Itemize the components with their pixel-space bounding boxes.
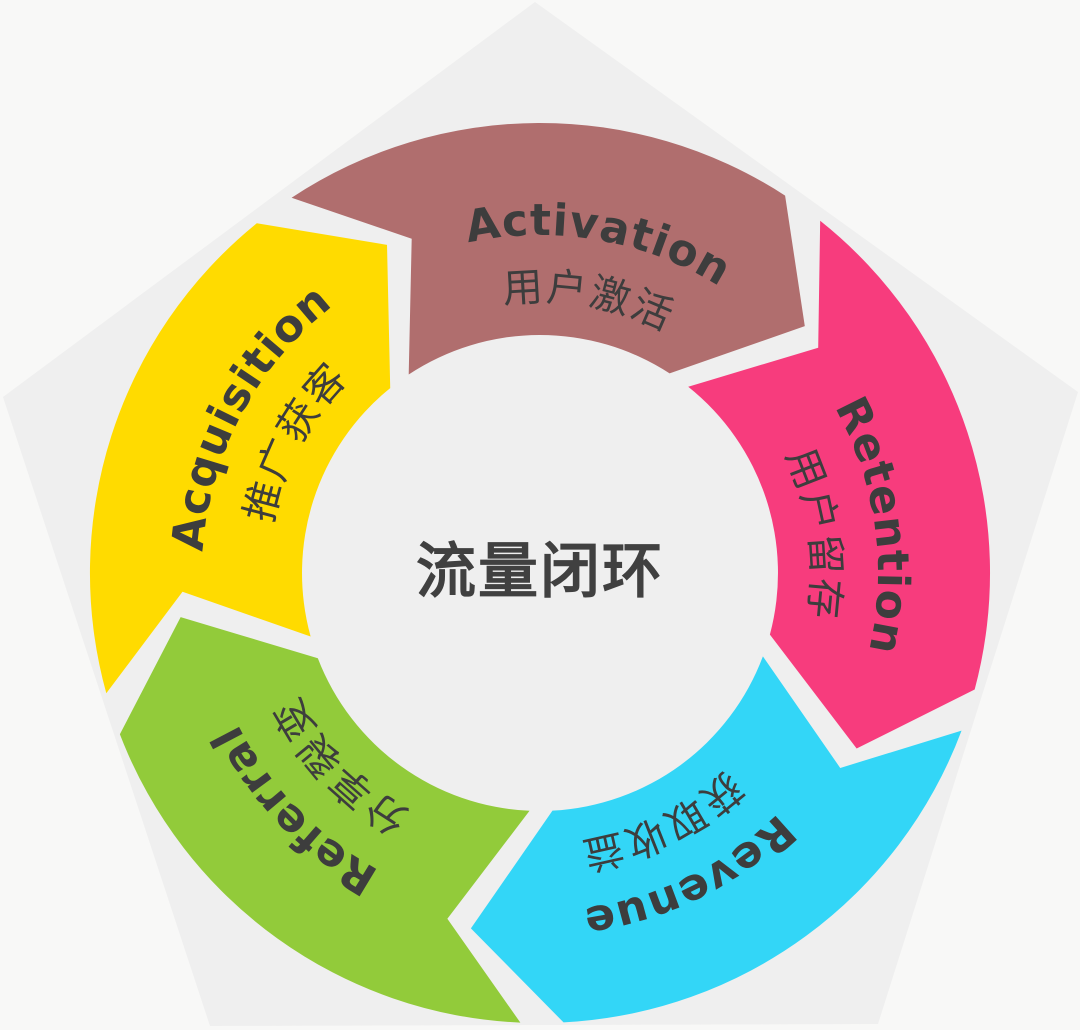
center-title: 流量闭环 [416, 537, 664, 607]
stage-activation: Activation 用户激活 [291, 122, 805, 375]
stage-revenue: Revenue 获取收益 [442, 587, 1006, 1030]
center-circle [302, 335, 778, 811]
